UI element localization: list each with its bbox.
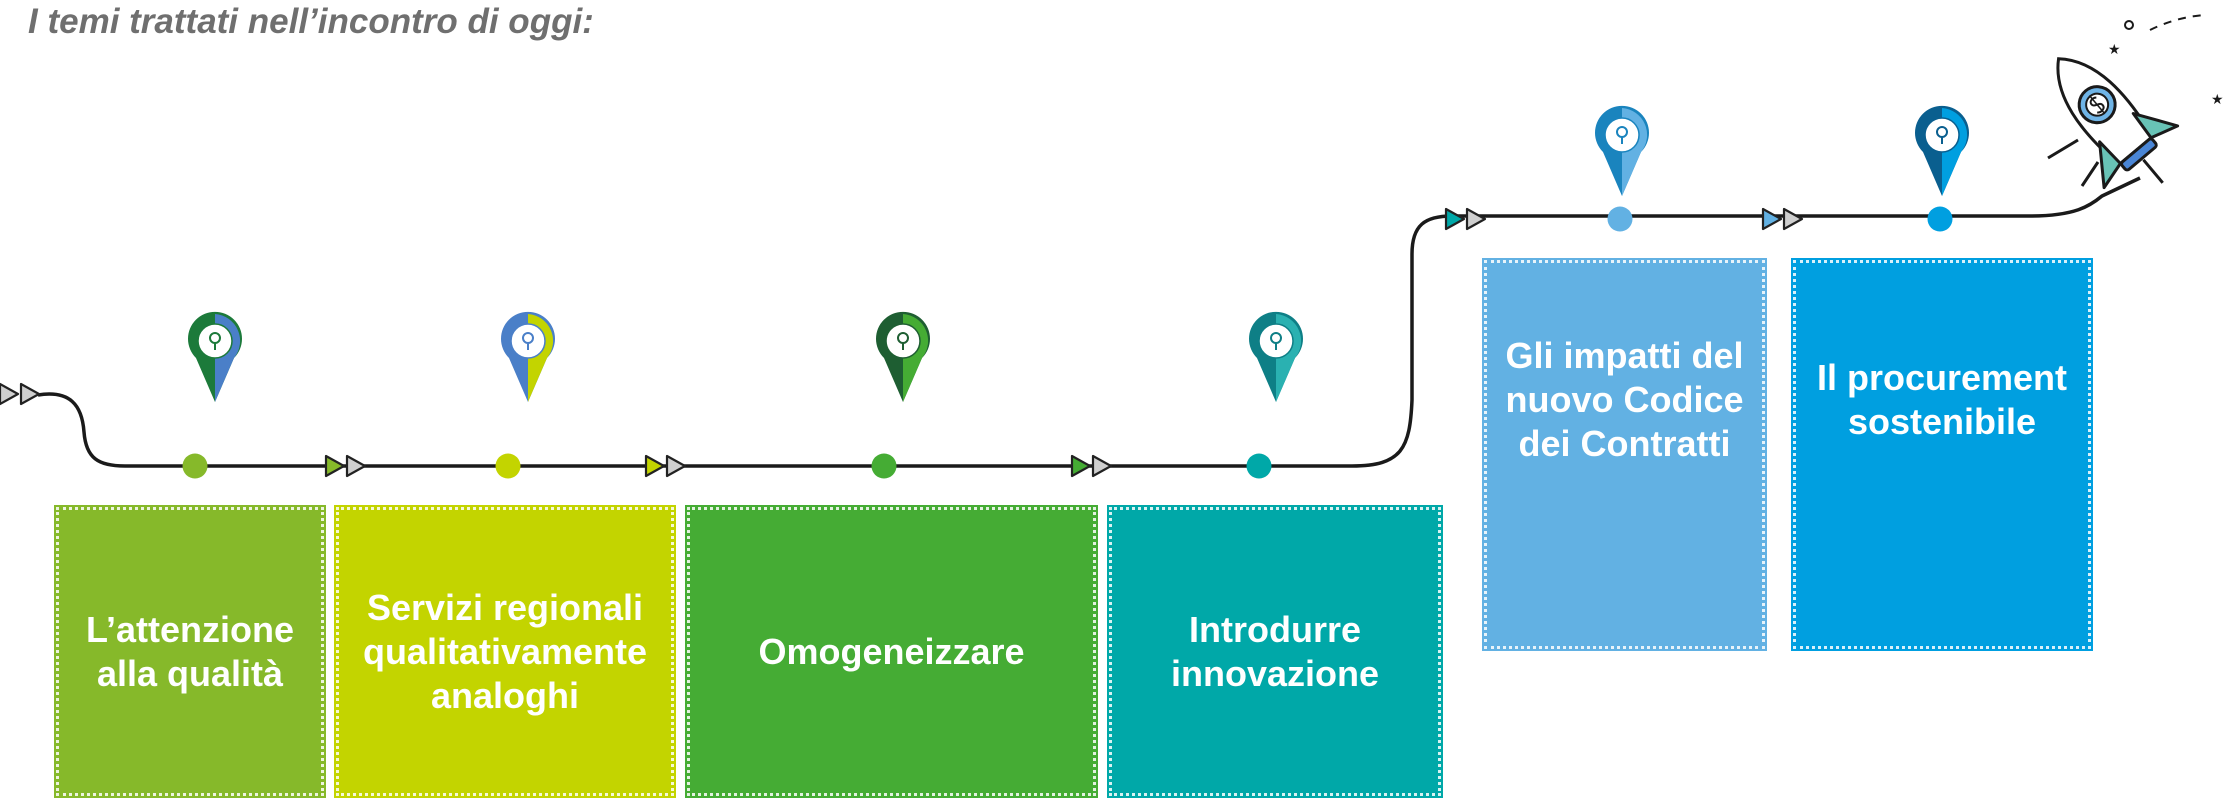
- milestone-dot: [182, 453, 208, 479]
- double-arrow-icon: [1070, 454, 1113, 478]
- double-arrow-icon: [1444, 207, 1487, 231]
- milestone-label: Il procurement sostenibile: [1816, 356, 2068, 442]
- milestone-dot: [1927, 206, 1953, 232]
- roadmap-path: [37, 176, 2141, 468]
- roadmap-arrows: [0, 207, 1804, 478]
- milestone-label: Servizi regionali qualitativamente analo…: [362, 586, 648, 716]
- double-arrow-icon: [1761, 207, 1804, 231]
- milestone-box-introdurre-innovazione: Introdurre innovazione: [1107, 505, 1443, 798]
- double-arrow-icon: [644, 454, 687, 478]
- roadmap-line: [37, 176, 2141, 468]
- milestone-dot: [495, 453, 521, 479]
- location-pin-icon: [1595, 105, 1649, 196]
- milestone-dot: [1607, 206, 1633, 232]
- milestone-dot: [871, 453, 897, 479]
- milestone-label: L’attenzione alla qualità: [85, 608, 295, 694]
- milestone-label: Introdurre innovazione: [1170, 608, 1380, 694]
- double-arrow-icon: [0, 382, 41, 406]
- milestone-label: Gli impatti del nuovo Codice dei Contrat…: [1505, 334, 1744, 464]
- star-icon: ★: [2108, 42, 2121, 58]
- milestone-box-attenzione-qualita: L’attenzione alla qualità: [54, 505, 326, 798]
- double-arrow-icon: [324, 454, 367, 478]
- milestone-box-impatti-codice: Gli impatti del nuovo Codice dei Contrat…: [1482, 258, 1767, 651]
- milestone-label: Omogeneizzare: [758, 630, 1025, 672]
- milestone-box-procurement-sostenibile: Il procurement sostenibile: [1791, 258, 2093, 651]
- location-pin-icon: [501, 311, 555, 402]
- dollar-icon: [2077, 85, 2117, 125]
- location-pin-icon: [876, 311, 930, 402]
- rocket-icon: ★★: [2047, 14, 2224, 190]
- milestone-box-servizi-regionali: Servizi regionali qualitativamente analo…: [334, 505, 676, 798]
- roadmap-pins: [188, 105, 1969, 402]
- location-pin-icon: [1915, 105, 1969, 196]
- roadmap-dots: [182, 206, 1953, 479]
- page-title: I temi trattati nell’incontro di oggi:: [28, 2, 594, 41]
- milestone-dot: [1246, 453, 1272, 479]
- location-pin-icon: [188, 311, 242, 402]
- milestone-box-omogeneizzare: Omogeneizzare: [685, 505, 1098, 798]
- star-icon: ★: [2211, 92, 2224, 108]
- location-pin-icon: [1249, 311, 1303, 402]
